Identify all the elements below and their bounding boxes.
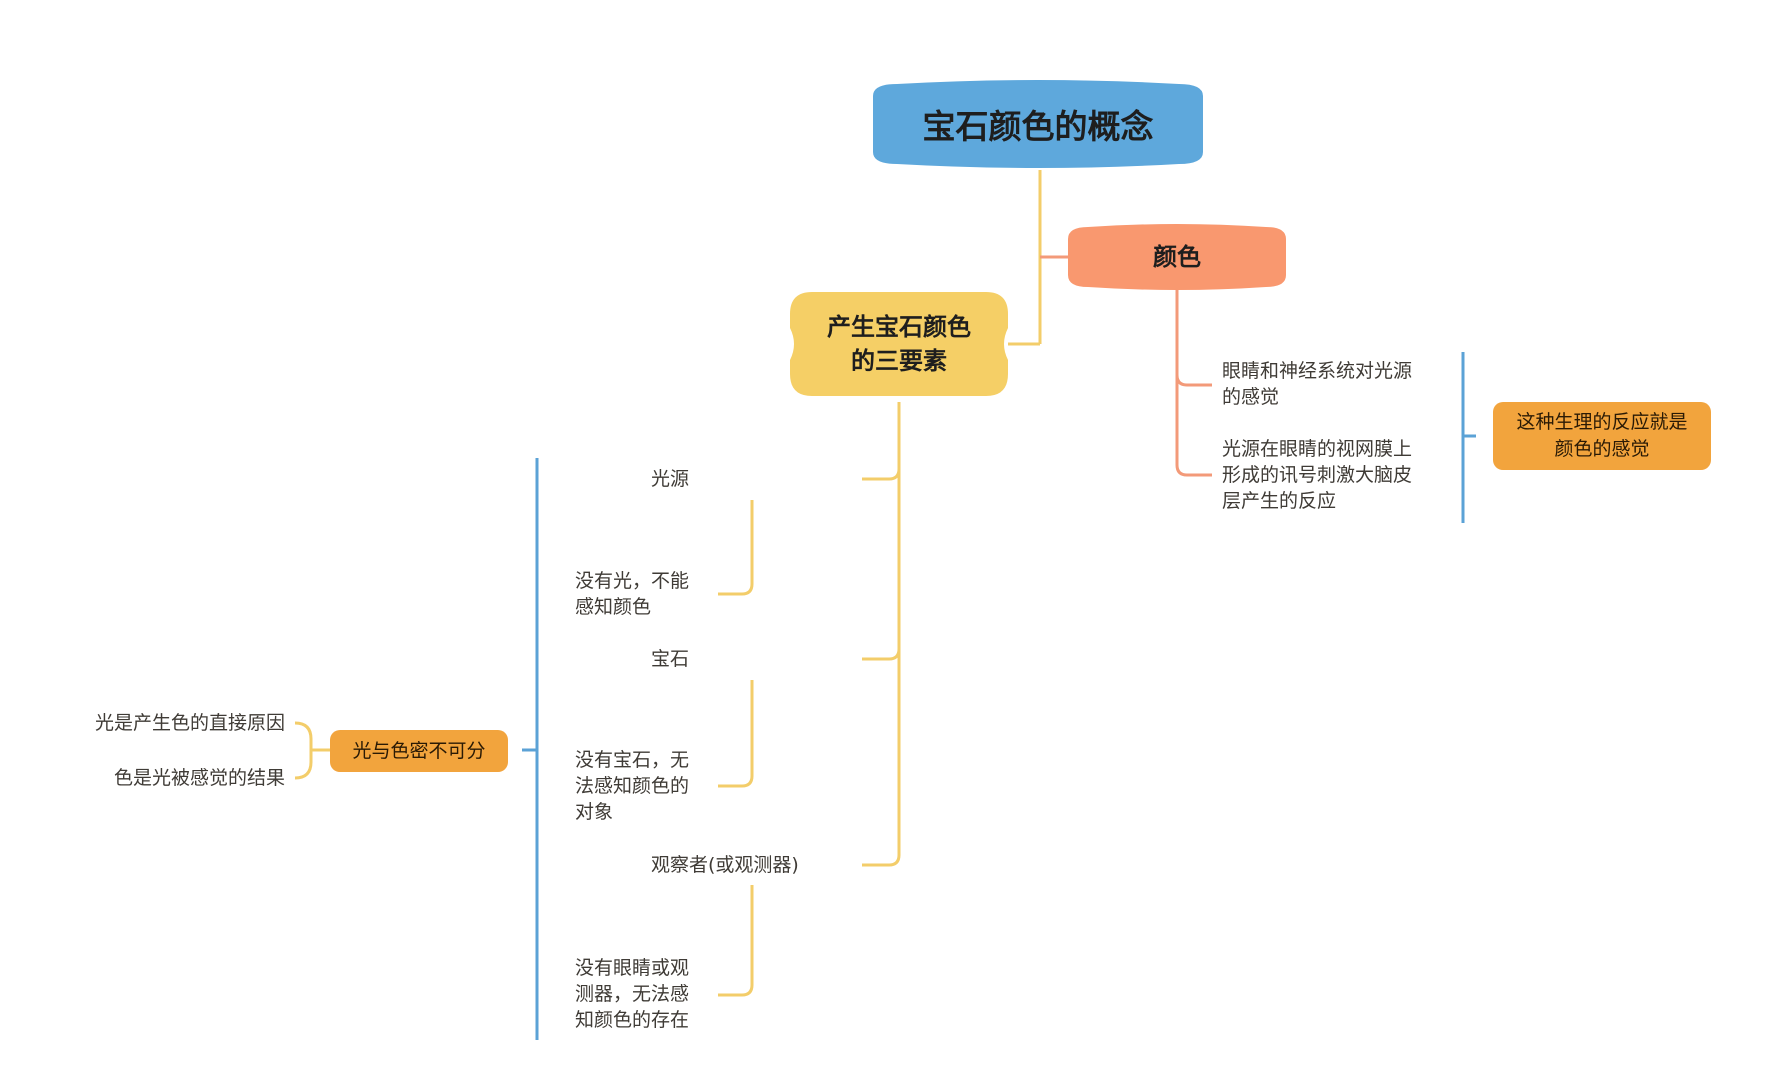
link-color-item-1 (1175, 374, 1212, 387)
link-color-trunk (1175, 290, 1212, 477)
color-node-label: 颜色 (1153, 243, 1201, 271)
link-detail-1 (718, 500, 754, 596)
factor-title-2: 宝石 (651, 648, 690, 670)
link-detail-3 (718, 885, 754, 997)
factor-detail-1: 没有光，不能 感知颜色 (575, 570, 690, 618)
factor-detail-3: 没有眼睛或观 测器，无法感 知颜色的存在 (575, 957, 690, 1031)
link-factors-item-1 (862, 468, 901, 481)
summary-item-1: 光是产生色的直接原因 (94, 712, 285, 734)
color-item-1: 眼睛和神经系统对光源 的感觉 (1222, 360, 1413, 408)
color-item-2: 光源在眼睛的视网膜上 形成的讯号刺激大脑皮 层产生的反应 (1222, 438, 1413, 512)
factor-detail-2: 没有宝石，无 法感知颜色的 对象 (575, 749, 690, 823)
color-node-shape (1068, 224, 1286, 290)
color-node[interactable]: 颜色 (1068, 223, 1286, 291)
link-detail-2 (718, 680, 754, 788)
root-node[interactable]: 宝石颜色的概念 (873, 78, 1203, 170)
root-label: 宝石颜色的概念 (922, 107, 1154, 146)
factors-node[interactable]: 产生宝石颜色 的三要素 (790, 288, 1008, 400)
root-shape (873, 80, 1203, 168)
link-summary-bracket (294, 721, 330, 780)
summary-item-2: 色是光被感觉的结果 (113, 767, 285, 789)
link-factors-bracket (522, 458, 539, 1040)
factor-title-1: 光源 (651, 468, 690, 490)
link-factors-trunk (862, 402, 901, 867)
factor-title-3: 观察者(或观测器) (651, 854, 799, 876)
factors-node-shape (790, 292, 1008, 396)
link-color-bracket (1461, 352, 1476, 523)
link-factors-item-2 (862, 648, 901, 661)
color-summary-pill[interactable]: 这种生理的反应就是 颜色的感觉 (1493, 402, 1711, 470)
factors-node-label: 产生宝石颜色 的三要素 (827, 313, 971, 375)
factors-summary-pill[interactable]: 光与色密不可分 (330, 730, 508, 772)
